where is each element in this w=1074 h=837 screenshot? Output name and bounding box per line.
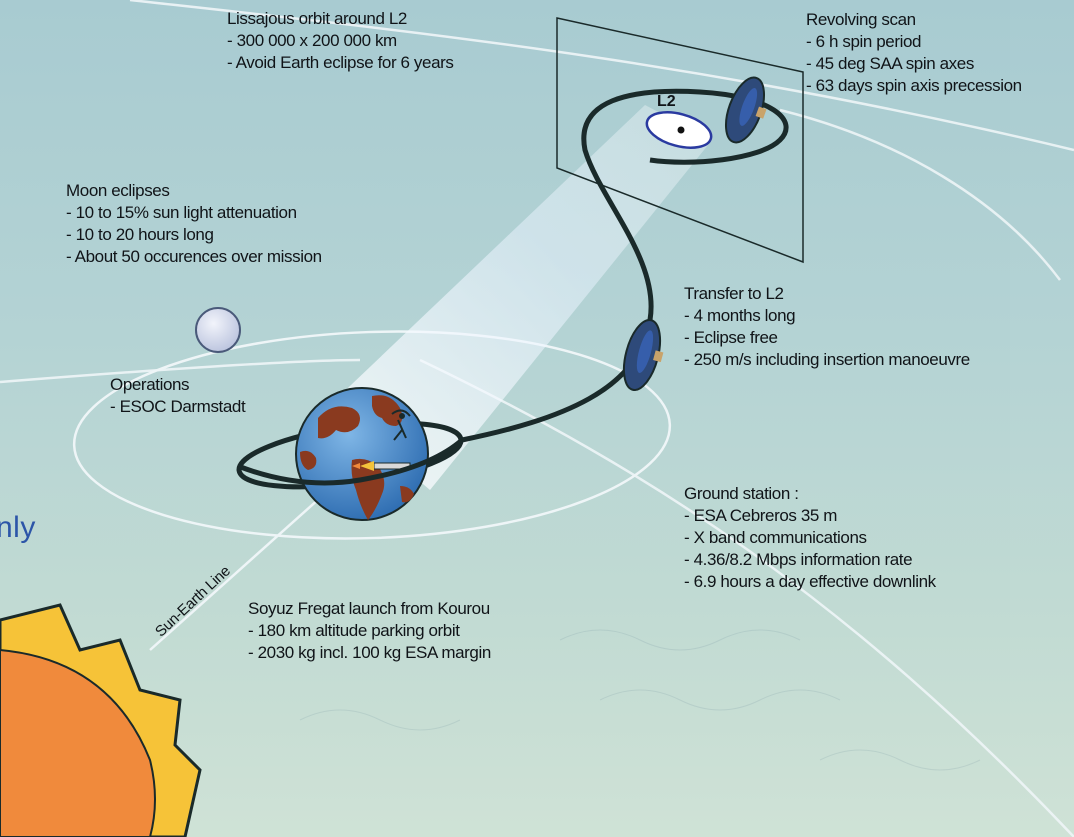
ground-station-label: Ground station : - ESA Cebreros 35 m - X… xyxy=(684,483,936,593)
launcher-icon xyxy=(352,461,411,471)
ground-title: Ground station : xyxy=(684,484,799,503)
scan-plane xyxy=(556,17,804,264)
earth xyxy=(295,387,429,521)
satellite-transfer-icon xyxy=(622,318,664,392)
soyuz-label: Soyuz Fregat launch from Kourou - 180 km… xyxy=(248,598,491,664)
moon-orbit xyxy=(72,330,672,540)
moon-eclipses-label: Moon eclipses - 10 to 15% sun light atte… xyxy=(66,180,322,268)
sun xyxy=(0,603,202,837)
satellite-l2-icon xyxy=(724,76,767,144)
soyuz-line: - 2030 kg incl. 100 kg ESA margin xyxy=(248,643,491,662)
background-texture xyxy=(299,629,981,771)
cropped-side-text: nly xyxy=(0,511,36,544)
revolving-scan-label: Revolving scan - 6 h spin period - 45 de… xyxy=(806,9,1022,97)
transfer-line: - 4 months long xyxy=(684,306,796,325)
transfer-label: Transfer to L2 - 4 months long - Eclipse… xyxy=(684,283,970,371)
revolving-title: Revolving scan xyxy=(806,10,916,29)
l2-point xyxy=(645,111,713,149)
ground-line: - X band communications xyxy=(684,528,867,547)
soyuz-line: - 180 km altitude parking orbit xyxy=(248,621,460,640)
antenna-icon xyxy=(391,409,411,441)
operations-line: - ESOC Darmstadt xyxy=(110,397,246,416)
revolving-line: - 63 days spin axis precession xyxy=(806,76,1022,95)
ground-line: - 6.9 hours a day effective downlink xyxy=(684,572,936,591)
moon-line: - 10 to 15% sun light attenuation xyxy=(66,203,297,222)
moon xyxy=(195,307,241,353)
parking-orbit-front xyxy=(237,438,464,486)
moon-title: Moon eclipses xyxy=(66,181,170,200)
lissajous-line: - Avoid Earth eclipse for 6 years xyxy=(227,53,454,72)
ground-line: - ESA Cebreros 35 m xyxy=(684,506,838,525)
transfer-line: - Eclipse free xyxy=(684,328,778,347)
lissajous-line: - 300 000 x 200 000 km xyxy=(227,31,397,50)
revolving-line: - 45 deg SAA spin axes xyxy=(806,54,974,73)
operations-label: Operations - ESOC Darmstadt xyxy=(110,374,246,418)
revolving-line: - 6 h spin period xyxy=(806,32,922,51)
light-cone xyxy=(330,105,712,490)
moon-line: - 10 to 20 hours long xyxy=(66,225,214,244)
operations-title: Operations xyxy=(110,375,190,394)
transfer-line: - 250 m/s including insertion manoeuvre xyxy=(684,350,970,369)
lissajous-label: Lissajous orbit around L2 - 300 000 x 20… xyxy=(227,8,454,74)
l2-label: L2 xyxy=(657,93,676,110)
moon-line: - About 50 occurences over mission xyxy=(66,247,322,266)
ground-line: - 4.36/8.2 Mbps information rate xyxy=(684,550,913,569)
lissajous-title: Lissajous orbit around L2 xyxy=(227,9,407,28)
transfer-title: Transfer to L2 xyxy=(684,284,784,303)
soyuz-title: Soyuz Fregat launch from Kourou xyxy=(248,599,490,618)
